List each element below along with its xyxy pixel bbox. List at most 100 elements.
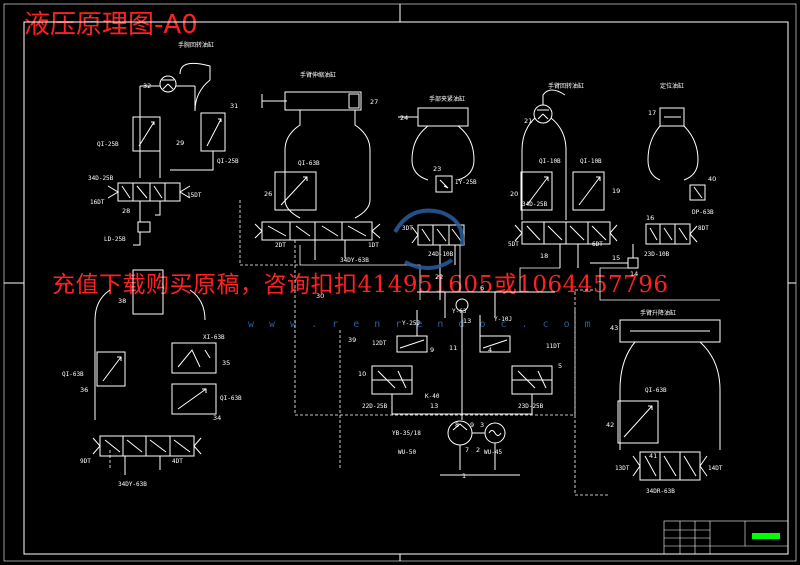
part-32: 32: [143, 82, 151, 90]
part-qi25b-right: QI-25B: [217, 158, 239, 165]
part-11: 11: [449, 344, 457, 352]
part-ld25b: LD-25B: [104, 236, 126, 243]
part-4dt: 4DT: [172, 458, 183, 465]
promo-banner: 充值下载购买原稿，咨询扣扣414951605或1064457796: [52, 272, 669, 298]
part-8dt: 8DT: [698, 225, 709, 232]
title-block: [663, 520, 789, 555]
part-18: 18: [540, 252, 548, 260]
part-34dy63b-bottom: 34DY-63B: [118, 481, 147, 488]
inner-frame: [23, 21, 789, 555]
part-qi63b-top: QI-63B: [298, 160, 320, 167]
part-1: 1: [462, 472, 466, 480]
wrist-rotate-circuit: [107, 62, 226, 246]
part-wu45: WU-45: [484, 449, 502, 456]
part-15dt: 15DT: [187, 192, 202, 199]
part-31: 31: [230, 102, 238, 110]
part-27: 27: [370, 98, 378, 106]
part-8: 8: [455, 421, 459, 429]
part-y25j: Y-25J: [402, 320, 420, 327]
part-2dt: 2DT: [275, 242, 286, 249]
part-24d10b: 24D-10B: [428, 251, 454, 258]
part-12dt: 12DT: [372, 340, 387, 347]
part-11dt: 11DT: [546, 343, 561, 350]
part-13dt: 13DT: [615, 465, 630, 472]
part-36: 36: [80, 386, 88, 394]
part-28: 28: [122, 207, 130, 215]
part-15: 15: [612, 254, 620, 262]
part-qi63b-right: QI-63B: [645, 387, 667, 394]
part-5: 5: [558, 362, 562, 370]
part-qi63b-left: QI-63B: [62, 371, 84, 378]
clamp-circuit: [398, 107, 475, 300]
part-34d25b-rot: 34D-25B: [522, 201, 548, 208]
part-26: 26: [264, 190, 272, 198]
pipelines: [109, 200, 610, 496]
part-42: 42: [606, 421, 614, 429]
part-34dy63b-top: 34DY-63B: [340, 257, 369, 264]
part-qi25b-left: QI-25B: [97, 141, 119, 148]
part-dp63b: DP-63B: [692, 209, 714, 216]
part-yb35-18: YB-35/18: [392, 430, 421, 437]
part-29: 29: [176, 139, 184, 147]
part-4: 4: [488, 346, 492, 354]
arm-rotate-circuit: [514, 89, 618, 268]
part-iy25b: IY-25B: [455, 179, 477, 186]
part-14dt: 14DT: [708, 465, 723, 472]
part-7: 7: [465, 446, 469, 454]
part-y63: Y-63: [452, 308, 467, 315]
part-16: 16: [646, 214, 654, 222]
part-5dt: 5DT: [508, 241, 519, 248]
part-34d25b: 34D-25B: [88, 175, 114, 182]
part-6dt: 6DT: [592, 241, 603, 248]
part-40: 40: [708, 175, 716, 183]
part-22d25b: 22D-25B: [362, 403, 388, 410]
part-13b: 13: [430, 402, 438, 410]
part-24: 24: [400, 114, 408, 122]
part-43: 43: [610, 324, 618, 332]
part-21: 21: [524, 117, 532, 125]
label-clamp: 手部夹紧油缸: [429, 95, 465, 103]
part-39: 39: [348, 336, 356, 344]
label-arm-rotate: 手臂回转油缸: [548, 82, 584, 90]
part-k40: K-40: [425, 393, 440, 400]
part-17: 17: [648, 109, 656, 117]
part-qi10b-left: QI-10B: [539, 158, 561, 165]
label-arm-lift: 手臂升降油缸: [640, 309, 676, 317]
watermark-logo: [393, 208, 465, 270]
drawing-title: 液压原理图-A0: [24, 10, 198, 40]
part-38: 38: [118, 297, 126, 305]
part-10: 10: [358, 370, 366, 378]
locate-circuit: [590, 107, 706, 269]
part-3dt: 3DT: [402, 225, 413, 232]
part-34: 34: [213, 414, 221, 422]
part-xi63b: XI-63B: [203, 334, 225, 341]
part-9b: 9: [470, 421, 474, 429]
pump-station: [371, 291, 555, 476]
arm-lift-right-circuit: [617, 319, 721, 481]
part-y10j: Y-10J: [494, 316, 512, 323]
part-3: 3: [480, 421, 484, 429]
part-qi63b-bottom: QI-63B: [220, 395, 242, 402]
part-16dt: 16DT: [90, 199, 105, 206]
part-35: 35: [222, 359, 230, 367]
arm-lift-left-circuit: [92, 269, 217, 475]
label-locate: 定位油缸: [660, 82, 684, 90]
part-14: 14: [630, 270, 638, 278]
part-22: 22: [435, 273, 443, 281]
arm-extend-circuit: [254, 91, 381, 260]
part-41: 41: [649, 452, 657, 460]
label-arm-extend: 手臂伸缩油缸: [300, 71, 336, 79]
part-wu50: WU-50: [398, 449, 416, 456]
part-23: 23: [433, 165, 441, 173]
watermark-url: w w w . r e n r e n d o c . c o m: [248, 319, 596, 330]
part-9dt: 9DT: [80, 458, 91, 465]
part-30: 30: [316, 292, 324, 300]
part-1dt: 1DT: [368, 242, 379, 249]
part-13: 13: [463, 317, 471, 325]
part-2: 2: [476, 446, 480, 454]
part-23d25b: 23D-25B: [518, 403, 544, 410]
part-20: 20: [510, 190, 518, 198]
part-6: 6: [480, 284, 484, 292]
